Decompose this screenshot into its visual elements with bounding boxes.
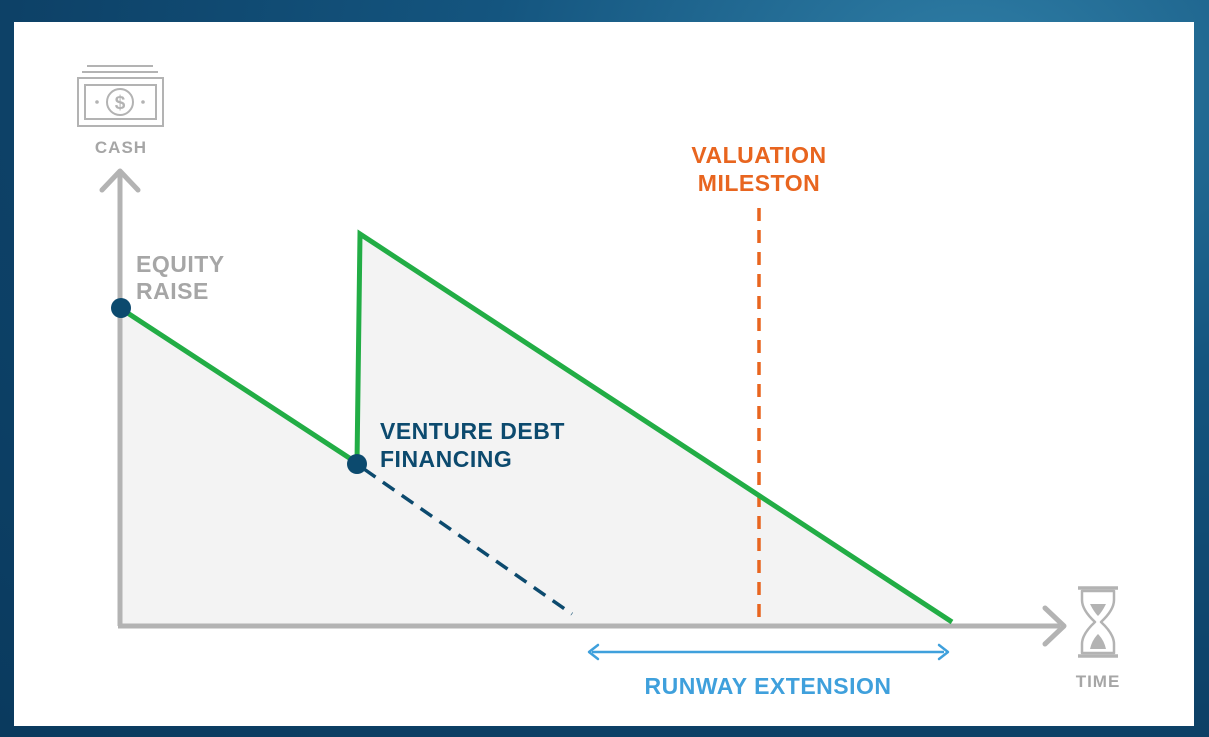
svg-text:$: $ [115, 93, 126, 114]
cash-area-fill [120, 234, 952, 626]
valuation-milestone-label-line2: MILESTON [698, 170, 820, 196]
valuation-milestone-label-line1: VALUATION [691, 142, 826, 168]
x-axis-arrowhead [1042, 605, 1067, 647]
equity-raise-label-line1: EQUITY [136, 251, 225, 277]
hourglass-icon [1078, 586, 1118, 658]
y-axis-arrowhead [99, 168, 141, 193]
cash-line [118, 229, 954, 625]
cash-icon: $ [77, 65, 164, 127]
diagram-panel: $ CASH TIME EQUITY RAISE VENTURE DEBT FI… [14, 22, 1194, 726]
runway-diagram: $ CASH TIME EQUITY RAISE VENTURE DEBT FI… [77, 65, 1121, 699]
runway-arrowhead-left [587, 643, 600, 661]
projection-without-debt [362, 467, 574, 616]
runway-extension-label: RUNWAY EXTENSION [645, 673, 892, 699]
x-axis-label: TIME [1076, 672, 1121, 691]
equity-raise-label-line2: RAISE [136, 278, 209, 304]
equity-raise-point [111, 298, 131, 318]
venture-debt-label-line2: FINANCING [380, 446, 512, 472]
y-axis-label: CASH [95, 138, 147, 157]
venture-debt-label-line1: VENTURE DEBT [380, 418, 565, 444]
venture-debt-point [347, 454, 367, 474]
runway-arrowhead-right [937, 643, 950, 661]
